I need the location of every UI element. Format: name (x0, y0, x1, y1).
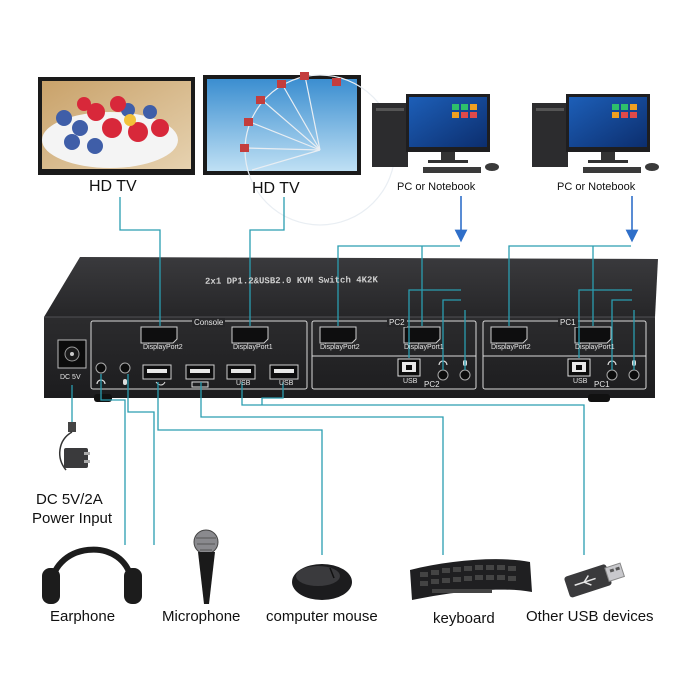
pc2-dp1-port (403, 326, 441, 344)
keyboard-label: keyboard (433, 610, 495, 627)
pc2-dp2-port (319, 326, 357, 344)
earphone-icon (42, 546, 142, 604)
usb-2-label: USB (279, 380, 294, 387)
computer-mouse-label: computer mouse (266, 608, 378, 625)
hdtv-1-label: HD TV (89, 178, 137, 195)
pc1-mic-jack (628, 369, 640, 381)
pc1-top-label: PC1 (558, 318, 578, 327)
pc2-earphone-jack (437, 369, 449, 381)
microphone-label: Microphone (162, 608, 241, 625)
pc1-usb-b-port (567, 358, 591, 377)
pc-2-illustration (372, 94, 499, 173)
pc1-bottom-label: PC1 (594, 380, 610, 389)
console-dp2-label: DisplayPort2 (143, 344, 183, 351)
console-dp2-port (140, 326, 178, 344)
hdtv-2-label: HD TV (252, 180, 300, 197)
pc1-usb-label: USB (573, 378, 588, 385)
hdtv-2-screen (203, 72, 396, 226)
computer-mouse-icon (292, 564, 352, 600)
console-audio-jacks (95, 362, 131, 385)
pc2-bottom-label: PC2 (424, 380, 440, 389)
console-dp1-label: DisplayPort1 (233, 344, 273, 351)
other-usb-label: Other USB devices (526, 608, 654, 625)
pc-1-illustration (532, 94, 659, 173)
pc1-earphone-jack (606, 369, 618, 381)
connection-lines (71, 197, 635, 555)
pc1-dp1-port (574, 326, 612, 344)
pc2-dp1-label: DisplayPort1 (404, 344, 444, 351)
pc2-mic-jack (459, 369, 471, 381)
pc1-dp2-label: DisplayPort2 (491, 344, 531, 351)
pc2-usb-b-port (397, 358, 421, 377)
pc-2-label: PC or Notebook (397, 181, 476, 193)
console-dp1-port (231, 326, 269, 344)
hdtv-1-screen (38, 77, 195, 175)
pc2-usb-label: USB (403, 378, 418, 385)
pc2-top-label: PC2 (387, 318, 407, 327)
device-top-text: 2x1 DP1.2&USB2.0 KVM Switch 4K2K (204, 275, 378, 287)
power-input-label-1: DC 5V/2A (36, 491, 103, 508)
power-input-label-2: Power Input (32, 510, 113, 527)
usb-device-icon (564, 562, 626, 598)
pc2-dp2-label: DisplayPort2 (320, 344, 360, 351)
pc1-dp2-port (490, 326, 528, 344)
keyboard-icon (410, 559, 532, 600)
earphone-label: Earphone (50, 608, 116, 625)
console-label: Console (192, 318, 226, 327)
dc-label: DC 5V (60, 374, 81, 381)
usb-1-label: USB (236, 380, 251, 387)
microphone-icon (193, 529, 219, 604)
pc1-dp1-label: DisplayPort1 (575, 344, 615, 351)
dc-power-jack (57, 339, 87, 369)
pc-1-label: PC or Notebook (557, 181, 636, 193)
power-adapter-icon (59, 422, 90, 471)
